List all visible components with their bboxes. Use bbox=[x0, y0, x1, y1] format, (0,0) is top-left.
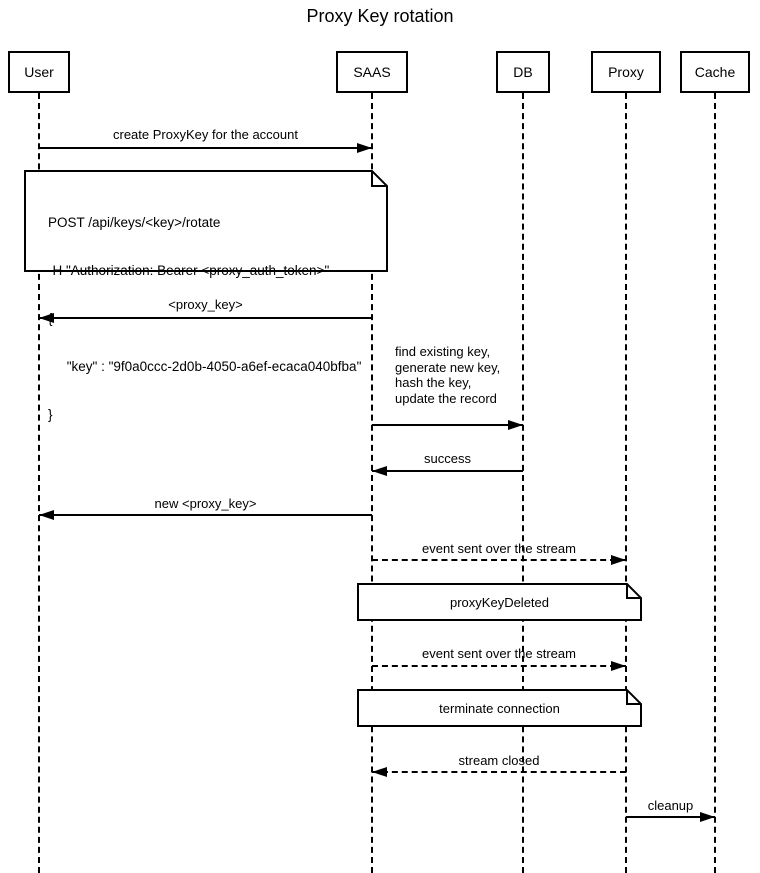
note-shape bbox=[357, 689, 642, 727]
message-label-cleanup: cleanup bbox=[647, 798, 694, 813]
event-stream-2-arrowhead-icon bbox=[611, 661, 626, 671]
note-line: { bbox=[48, 311, 53, 326]
message-label-event-stream-1: event sent over the stream bbox=[422, 541, 576, 556]
stream-closed-arrowhead-icon bbox=[372, 767, 387, 777]
message-line-create-proxykey bbox=[39, 147, 372, 149]
db-operation-arrowhead-icon bbox=[508, 420, 523, 430]
message-label-stream-closed: stream closed bbox=[458, 753, 540, 768]
message-line-proxy-key bbox=[39, 317, 372, 319]
message-line-success bbox=[372, 470, 523, 472]
message-label-create-proxykey: create ProxyKey for the account bbox=[113, 127, 298, 142]
note-rotate-request: POST /api/keys/<key>/rotate -H "Authoriz… bbox=[24, 170, 388, 422]
message-line-db-operation bbox=[372, 424, 523, 426]
note-line: POST /api/keys/<key>/rotate bbox=[48, 215, 221, 230]
lifeline-cache bbox=[714, 93, 716, 873]
db-operation-line: find existing key, bbox=[395, 344, 491, 359]
note-line: } bbox=[48, 407, 53, 422]
note-line: -H "Authorization: Bearer <proxy_auth_to… bbox=[48, 263, 330, 278]
actor-user: User bbox=[8, 51, 70, 93]
cleanup-arrowhead-icon bbox=[700, 812, 715, 822]
message-label-success: success bbox=[424, 451, 471, 466]
message-line-event-stream-2 bbox=[372, 665, 626, 667]
lifeline-user bbox=[38, 93, 40, 873]
lifeline-db bbox=[522, 93, 524, 873]
message-label-proxy-key: <proxy_key> bbox=[168, 297, 243, 312]
create-proxykey-arrowhead-icon bbox=[357, 143, 372, 153]
db-operation-line: hash the key, bbox=[395, 375, 472, 390]
proxy-key-arrowhead-icon bbox=[39, 313, 54, 323]
lifeline-proxy bbox=[625, 93, 627, 873]
note-shape bbox=[357, 583, 642, 621]
success-arrowhead-icon bbox=[372, 466, 387, 476]
note-rotate-request-text: POST /api/keys/<key>/rotate -H "Authoriz… bbox=[24, 170, 388, 422]
diagram-title: Proxy Key rotation bbox=[306, 6, 454, 26]
message-line-new-proxy-key bbox=[39, 514, 372, 516]
actor-saas: SAAS bbox=[336, 51, 408, 93]
actor-cache: Cache bbox=[680, 51, 750, 93]
actor-db: DB bbox=[496, 51, 550, 93]
message-label-event-stream-2: event sent over the stream bbox=[422, 646, 576, 661]
note-terminate-connection-text: terminate connection bbox=[439, 700, 560, 716]
db-operation-line: update the record bbox=[395, 390, 497, 406]
event-stream-1-arrowhead-icon bbox=[611, 555, 626, 565]
note-line: "key" : "9f0a0ccc-2d0b-4050-a6ef-ecaca04… bbox=[48, 359, 362, 374]
note-proxy-key-deleted: proxyKeyDeleted bbox=[357, 583, 642, 621]
note-proxy-key-deleted-text: proxyKeyDeleted bbox=[450, 594, 549, 610]
message-line-event-stream-1 bbox=[372, 559, 626, 561]
note-shape bbox=[24, 170, 388, 272]
actor-proxy: Proxy bbox=[591, 51, 661, 93]
new-proxy-key-arrowhead-icon bbox=[39, 510, 54, 520]
message-label-new-proxy-key: new <proxy_key> bbox=[154, 496, 257, 511]
message-line-cleanup bbox=[626, 816, 715, 818]
lifeline-saas bbox=[371, 93, 373, 873]
db-operation-line: generate new key, bbox=[395, 359, 501, 375]
message-line-stream-closed bbox=[372, 771, 626, 773]
message-label-db-operation: find existing key, generate new key, has… bbox=[395, 344, 525, 406]
note-terminate-connection: terminate connection bbox=[357, 689, 642, 727]
